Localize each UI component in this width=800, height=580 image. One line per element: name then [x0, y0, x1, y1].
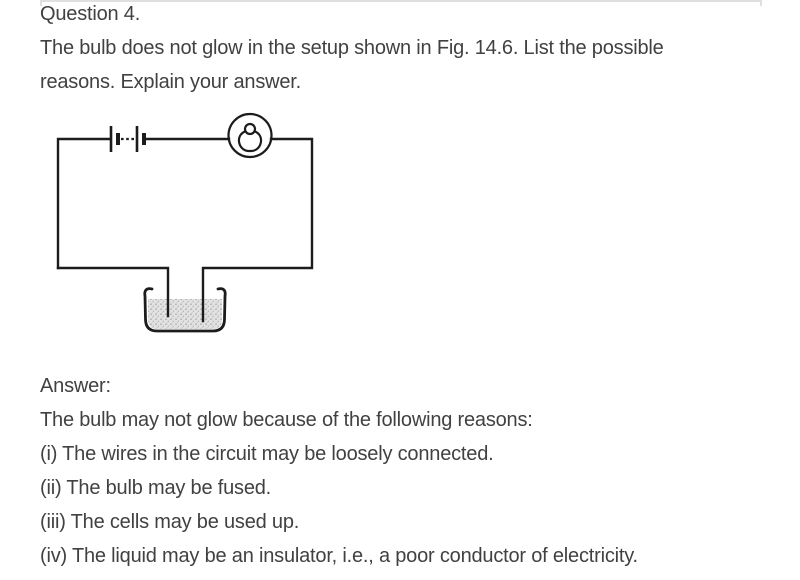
liquid-fill	[148, 299, 222, 329]
beaker-outline	[143, 287, 227, 333]
top-divider-line	[40, 0, 762, 2]
answer-intro: The bulb may not glow because of the fol…	[40, 409, 533, 431]
answer-reason-3: (iii) The cells may be used up.	[40, 511, 300, 533]
top-divider-left-tick	[40, 0, 42, 6]
question-body-line-2: reasons. Explain your answer.	[40, 71, 302, 93]
battery-cells-icon	[109, 126, 146, 152]
question-body-line-1: The bulb does not glow in the setup show…	[40, 37, 664, 59]
top-divider-right-tick	[760, 0, 762, 6]
answer-reason-4: (iv) The liquid may be an insulator, i.e…	[40, 545, 638, 567]
circuit-diagram-svg	[56, 112, 314, 333]
bulb-icon	[227, 112, 273, 159]
question-title: Question 4.	[40, 3, 141, 25]
answer-block: Answer: The bulb may not glow because of…	[40, 369, 638, 573]
answer-reason-1: (i) The wires in the circuit may be loos…	[40, 443, 494, 465]
circuit-wires	[56, 137, 314, 323]
answer-label: Answer:	[40, 375, 111, 397]
answer-reason-2: (ii) The bulb may be fused.	[40, 477, 272, 499]
figure-circuit-diagram	[40, 103, 340, 343]
beaker-icon	[143, 287, 227, 333]
question-block: Question 4. The bulb does not glow in th…	[40, 0, 664, 99]
